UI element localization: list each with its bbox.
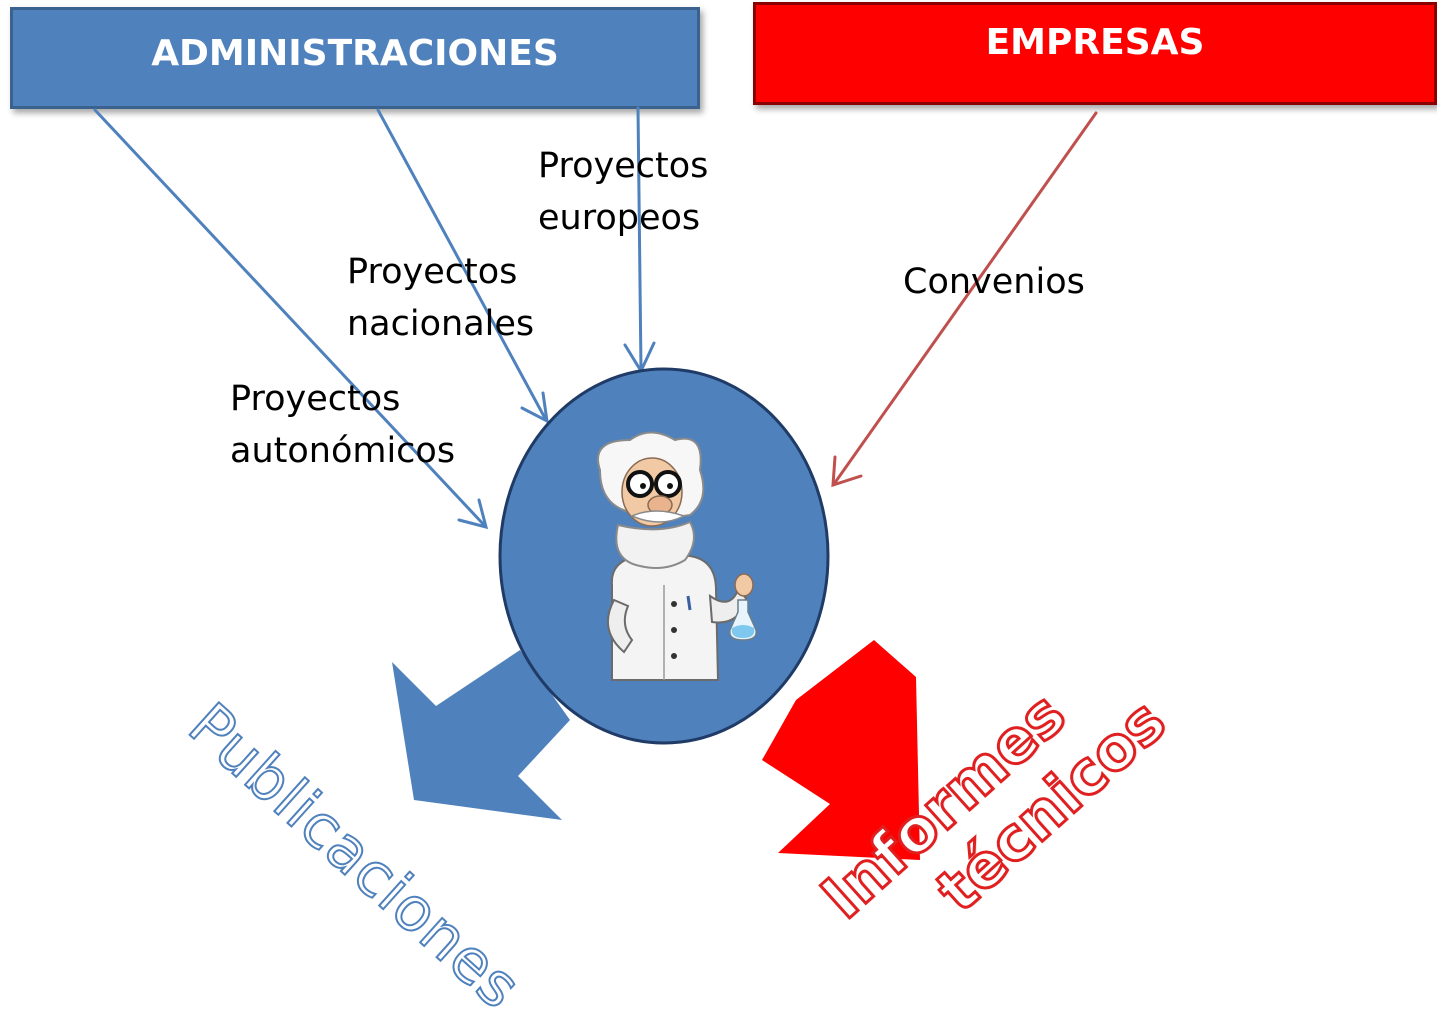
label-proyectos-autonomicos: Proyectos autonómicos [230,373,455,477]
scientist-with-flask-icon [597,431,757,681]
label-proyectos-europeos-line2: europeos [538,198,701,238]
empresas-label: EMPRESAS [985,22,1205,63]
arrow-proyectos-nacionales [376,108,549,424]
empresas-box: EMPRESAS [753,2,1437,105]
label-proyectos-europeos: Proyectos europeos [538,140,708,244]
publicaciones-arrow [392,650,570,820]
administraciones-box: ADMINISTRACIONES [10,7,700,109]
label-proyectos-nacionales-line2: nacionales [347,304,535,344]
informes-arrow [762,640,920,860]
arrow-proyectos-autonomicos [93,108,489,530]
label-proyectos-nacionales-line1: Proyectos [347,252,518,292]
label-convenios-text: Convenios [903,262,1085,302]
administraciones-label: ADMINISTRACIONES [151,32,559,74]
label-proyectos-autonomicos-line1: Proyectos [230,379,401,419]
label-proyectos-europeos-line1: Proyectos [538,146,709,186]
label-convenios: Convenios [903,256,1085,308]
diagram-canvas [93,106,1098,860]
label-proyectos-nacionales: Proyectos nacionales [347,246,534,350]
label-proyectos-autonomicos-line2: autonómicos [230,431,456,471]
arrow-convenios [831,111,1098,488]
